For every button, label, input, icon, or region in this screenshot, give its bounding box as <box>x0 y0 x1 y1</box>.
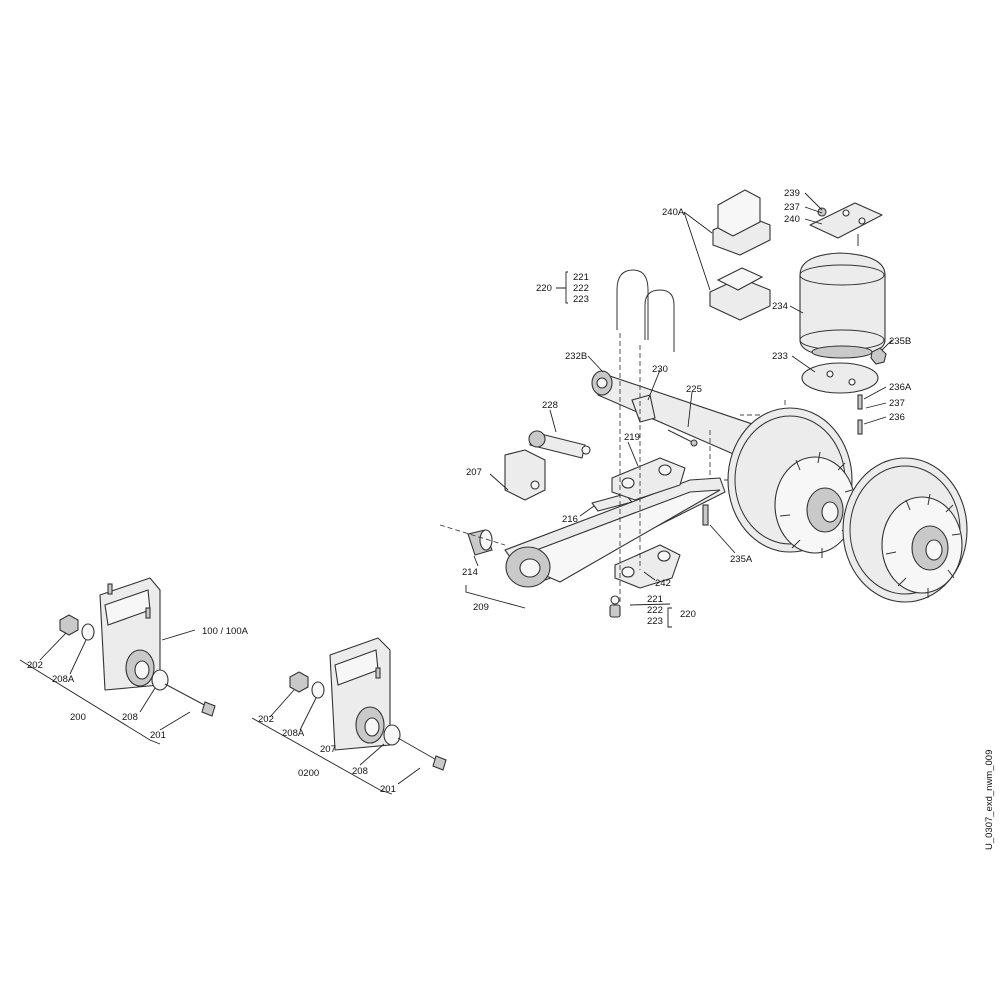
label-0200: 0200 <box>298 768 319 779</box>
shock-absorber <box>528 430 591 459</box>
label-214: 214 <box>462 567 478 578</box>
label-100-100A: 100 / 100A <box>202 626 249 637</box>
air-spring-piston-plate <box>801 362 879 394</box>
leader-lines <box>19 192 893 795</box>
label-208A-a: 208A <box>52 674 75 685</box>
nut-235B <box>870 347 887 365</box>
label-222-top: 222 <box>573 283 589 294</box>
label-223-top: 223 <box>573 294 589 305</box>
upper-mount-bracket-2 <box>709 267 771 321</box>
shock-bracket <box>631 394 656 423</box>
hanger-bracket-main <box>504 449 546 501</box>
label-201-a: 201 <box>150 730 166 741</box>
label-202-a: 202 <box>27 660 43 671</box>
label-235B: 235B <box>889 336 911 347</box>
label-233: 233 <box>772 351 788 362</box>
washer-208A-b <box>311 681 325 699</box>
u-bolt-1 <box>616 269 649 340</box>
drawing-id: U_0307_exd_nwm_009 <box>984 750 995 850</box>
label-220-bot: 220 <box>680 609 696 620</box>
bolt-236 <box>857 419 863 435</box>
brake-drum-inner <box>727 407 856 558</box>
label-219: 219 <box>624 432 640 443</box>
label-209: 209 <box>473 602 489 613</box>
label-228: 228 <box>542 400 558 411</box>
label-225: 225 <box>686 384 702 395</box>
label-236: 236 <box>889 412 905 423</box>
label-222-bot: 222 <box>647 605 663 616</box>
label-208-a: 208 <box>122 712 138 723</box>
label-200: 200 <box>70 712 86 723</box>
part-labels: 240A 239 237 240 220 221 222 223 234 235… <box>27 188 912 795</box>
nut-stack-lower <box>609 595 621 618</box>
label-237-mid: 237 <box>889 398 905 409</box>
label-202-b: 202 <box>258 714 274 725</box>
label-207-main: 207 <box>466 467 482 478</box>
label-239: 239 <box>784 188 800 199</box>
bolt-201-a <box>164 683 216 717</box>
label-221-top: 221 <box>573 272 589 283</box>
upper-mount-bracket-1 <box>712 189 771 256</box>
label-208A-b: 208A <box>282 728 305 739</box>
air-spring-top-plate <box>809 202 883 246</box>
air-spring <box>799 252 886 359</box>
label-235A: 235A <box>730 554 753 565</box>
label-242: 242 <box>655 578 671 589</box>
bushing <box>467 529 493 556</box>
bolt-201-b <box>397 737 447 771</box>
label-223-bot: 223 <box>647 616 663 627</box>
bolt-236A <box>857 394 863 410</box>
label-234: 234 <box>772 301 788 312</box>
spacer-plate <box>591 493 633 512</box>
label-208-b: 208 <box>352 766 368 777</box>
label-216: 216 <box>562 514 578 525</box>
nut-202-a <box>59 614 79 636</box>
hanger-assembly-200 <box>99 577 161 691</box>
u-bolt-2 <box>644 289 675 352</box>
label-237-top: 237 <box>784 202 800 213</box>
label-236A: 236A <box>889 382 912 393</box>
label-232B: 232B <box>565 351 587 362</box>
nut-202-b <box>289 671 309 693</box>
label-207-b: 207 <box>320 744 336 755</box>
stud-bolt <box>702 504 709 526</box>
label-201-b: 201 <box>380 784 396 795</box>
brake-drum-outer <box>842 457 968 603</box>
label-221-bot: 221 <box>647 594 663 605</box>
bottom-clamp-plate <box>614 544 681 589</box>
label-220-top: 220 <box>536 283 552 294</box>
hanger-assembly-0200 <box>329 637 391 751</box>
label-240A: 240A <box>662 207 685 218</box>
label-230: 230 <box>652 364 668 375</box>
label-240: 240 <box>784 214 800 225</box>
pivot-bolt <box>667 429 698 447</box>
washer-208-a <box>151 669 169 691</box>
washer-208-b <box>383 724 401 746</box>
axle-beam <box>591 370 786 481</box>
washer-208A-a <box>81 623 95 641</box>
top-clamp-plate <box>611 457 686 501</box>
trailing-arm <box>504 477 726 588</box>
